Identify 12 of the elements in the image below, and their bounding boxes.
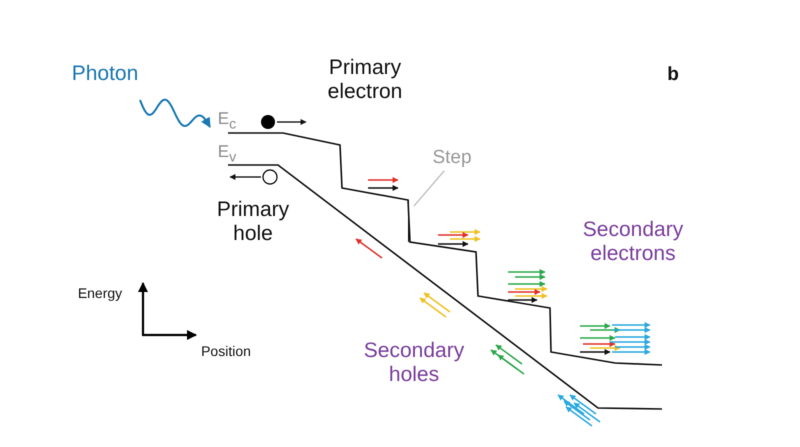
primary-hole-label: Primary hole bbox=[216, 198, 290, 246]
panel-letter: b bbox=[667, 64, 679, 86]
leader-line bbox=[414, 170, 445, 206]
conduction-band-label: E$_{c}$ bbox=[218, 109, 236, 133]
primary-electron-label: Primary electron bbox=[326, 56, 404, 104]
photon-label: Photon bbox=[72, 62, 138, 86]
secondary-electrons-label: Secondary electrons bbox=[582, 218, 684, 266]
step-label: Step bbox=[432, 147, 472, 169]
axis-label: Position bbox=[201, 343, 251, 360]
axis-label: Energy bbox=[78, 285, 122, 302]
secondary-holes-label: Secondary holes bbox=[362, 339, 466, 388]
valence-band-label: E$_{v}$ bbox=[218, 142, 236, 166]
